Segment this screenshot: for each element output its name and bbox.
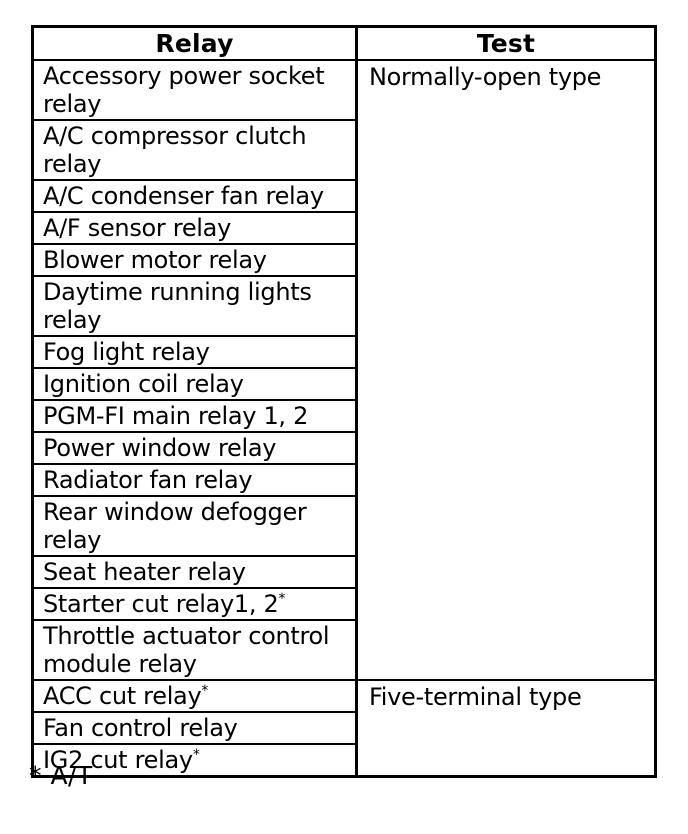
table-row: PGM-FI main relay 1, 2 bbox=[31, 399, 656, 433]
relay-label: Blower motor relay bbox=[43, 246, 267, 274]
table-row: Fan control relay bbox=[31, 711, 656, 745]
relay-label: Fan control relay bbox=[43, 714, 238, 742]
table-row: Blower motor relay bbox=[31, 243, 656, 277]
footnote-marker: * bbox=[278, 591, 286, 607]
test-label: Normally-open type bbox=[369, 63, 602, 91]
relay-label: A/F sensor relay bbox=[43, 214, 231, 242]
table-row: ACC cut relay* Five-terminal type bbox=[31, 679, 657, 778]
relay-label: Ignition coil relay bbox=[43, 370, 244, 398]
footnote-marker: * bbox=[192, 747, 200, 763]
relay-label: Radiator fan relay bbox=[43, 466, 253, 494]
table-row: Seat heater relay bbox=[31, 555, 656, 589]
column-header-relay: Relay bbox=[31, 25, 358, 61]
relay-cell: A/F sensor relay bbox=[31, 211, 358, 245]
test-cell: Five-terminal type bbox=[355, 679, 657, 778]
table-row: Fog light relay bbox=[31, 335, 656, 369]
table-row: IG2 cut relay* bbox=[31, 743, 656, 778]
table-row: Daytime running lights relay bbox=[31, 275, 656, 337]
table-row: Ignition coil relay bbox=[31, 367, 656, 401]
relay-label: Seat heater relay bbox=[43, 558, 246, 586]
relay-cell: Blower motor relay bbox=[31, 243, 358, 277]
table-row: Accessory power socket relay Normally-op… bbox=[31, 59, 657, 681]
relay-cell: A/C compressor clutch relay bbox=[31, 119, 358, 181]
relay-cell: PGM-FI main relay 1, 2 bbox=[31, 399, 358, 433]
relay-label: PGM-FI main relay 1, 2 bbox=[43, 402, 309, 430]
column-header-test: Test bbox=[355, 25, 657, 61]
header-row: Relay Test bbox=[31, 25, 657, 61]
test-label: Five-terminal type bbox=[369, 683, 582, 711]
relay-label: Accessory power socket relay bbox=[43, 62, 325, 118]
footnote-marker: * bbox=[201, 683, 209, 699]
relay-cell: Radiator fan relay bbox=[31, 463, 358, 497]
relay-label: Daytime running lights relay bbox=[43, 278, 312, 334]
relay-label: Throttle actuator control module relay bbox=[43, 622, 330, 678]
relay-cell: Starter cut relay1, 2* bbox=[31, 587, 358, 621]
relay-label: Fog light relay bbox=[43, 338, 210, 366]
table-row: A/F sensor relay bbox=[31, 211, 656, 245]
relay-label: IG2 cut relay bbox=[43, 746, 193, 774]
relay-cell: A/C condenser fan relay bbox=[31, 179, 358, 213]
test-cell: Normally-open type bbox=[355, 59, 657, 681]
relay-label: ACC cut relay bbox=[43, 682, 202, 710]
relay-cell: Seat heater relay bbox=[31, 555, 358, 589]
relay-cell: Fog light relay bbox=[31, 335, 358, 369]
relay-label: Starter cut relay1, 2 bbox=[43, 590, 279, 618]
table-row: Radiator fan relay bbox=[31, 463, 656, 497]
relay-cell: Ignition coil relay bbox=[31, 367, 358, 401]
footnote: * A/T bbox=[29, 761, 93, 790]
table-row: Rear window defogger relay bbox=[31, 495, 656, 557]
relay-test-table: Relay Test Accessory power socket relay … bbox=[31, 25, 657, 778]
relay-cell: ACC cut relay* bbox=[31, 679, 358, 713]
table-row: Starter cut relay1, 2* bbox=[31, 587, 656, 621]
relay-cell: Accessory power socket relay bbox=[31, 59, 358, 121]
table-row: A/C condenser fan relay bbox=[31, 179, 656, 213]
relay-label: Power window relay bbox=[43, 434, 277, 462]
relay-cell: Daytime running lights relay bbox=[31, 275, 358, 337]
table-row: Power window relay bbox=[31, 431, 656, 465]
relay-cell: Fan control relay bbox=[31, 711, 358, 745]
relay-cell: Rear window defogger relay bbox=[31, 495, 358, 557]
relay-label: A/C compressor clutch relay bbox=[43, 122, 307, 178]
relay-label: Rear window defogger relay bbox=[43, 498, 307, 554]
relay-label: A/C condenser fan relay bbox=[43, 182, 324, 210]
relay-cell: IG2 cut relay* bbox=[31, 743, 358, 778]
table-row: A/C compressor clutch relay bbox=[31, 119, 656, 181]
table-row: Throttle actuator control module relay bbox=[31, 619, 656, 681]
relay-cell: Power window relay bbox=[31, 431, 358, 465]
relay-cell: Throttle actuator control module relay bbox=[31, 619, 358, 681]
